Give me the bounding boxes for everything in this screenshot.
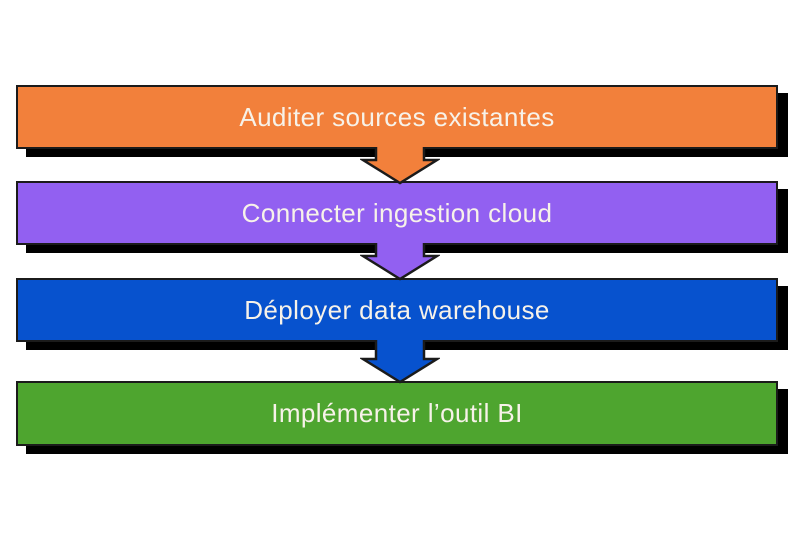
step-label: Implémenter l’outil BI: [271, 398, 523, 428]
step-label: Connecter ingestion cloud: [241, 197, 553, 228]
flow-arrow-down-icon: [360, 147, 440, 185]
step-label: Déployer data warehouse: [244, 294, 550, 325]
flow-arrow-down-icon: [360, 340, 440, 384]
step-bar-implementer-bi: Implémenter l’outil BI: [16, 381, 778, 446]
step-label: Auditer sources existantes: [239, 101, 555, 132]
flow-arrow-down-icon: [360, 243, 440, 281]
step-bar-auditer-sources: Auditer sources existantes: [16, 85, 778, 149]
step-bar-connecter-ingestion: Connecter ingestion cloud: [16, 181, 778, 245]
step-bar-deployer-warehouse: Déployer data warehouse: [16, 278, 778, 342]
